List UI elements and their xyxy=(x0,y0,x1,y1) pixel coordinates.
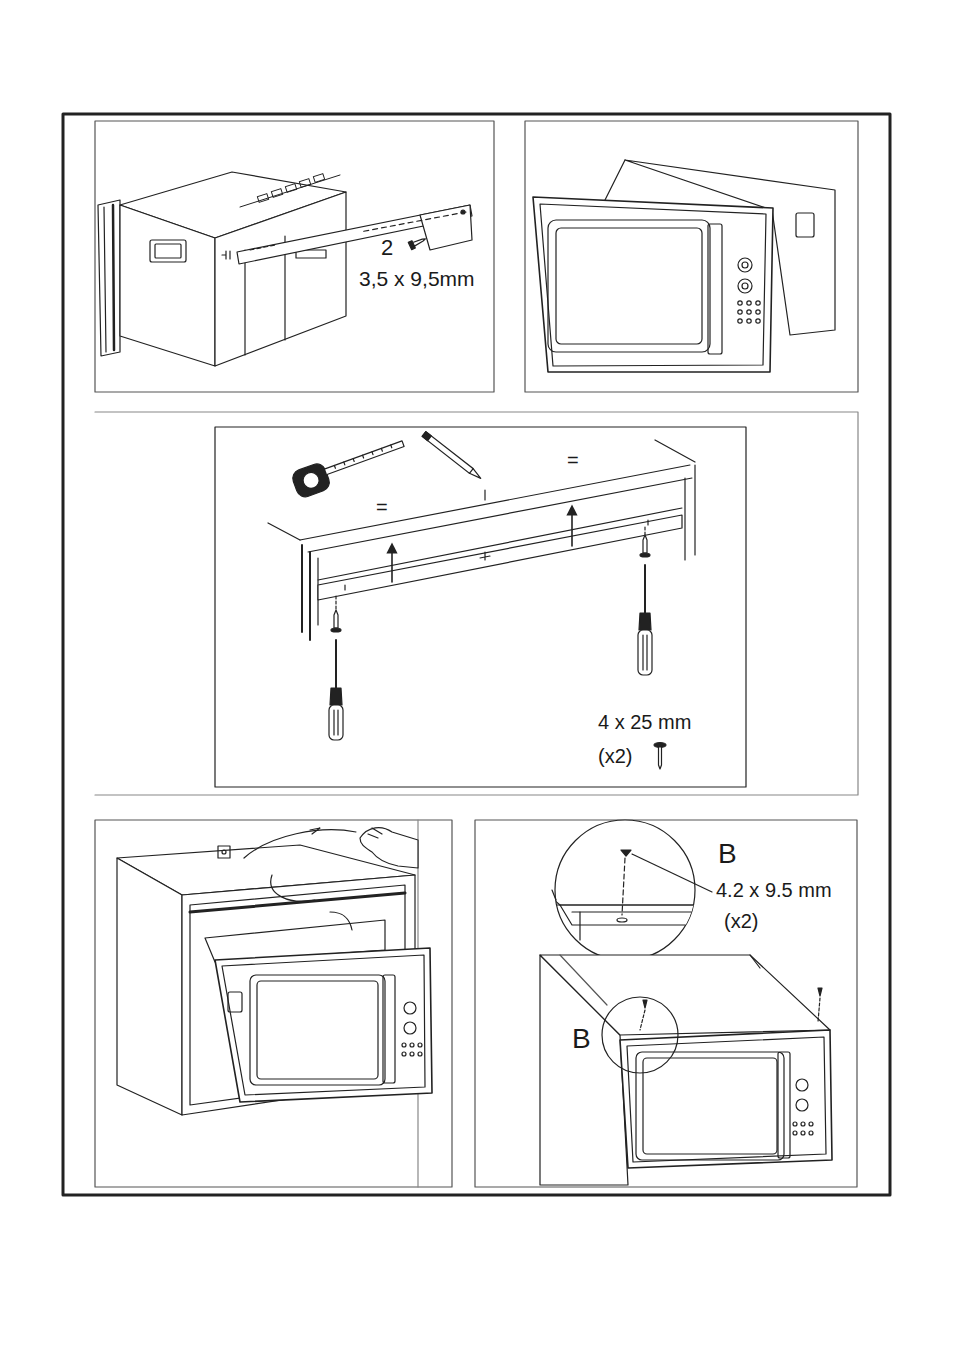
panel-fix-support xyxy=(95,412,858,795)
panel-fix-screws xyxy=(475,820,857,1187)
quantity-note: (x2) xyxy=(596,746,634,767)
detail-letter: B xyxy=(570,1024,593,1053)
panel-frame-mounted xyxy=(525,121,858,392)
screw-dimension: 4.2 x 9.5 mm xyxy=(714,880,834,901)
equal-mark: = xyxy=(565,450,581,471)
panel-insert-microwave xyxy=(95,820,452,1187)
detail-letter: B xyxy=(716,839,739,868)
callout-number: 2 xyxy=(379,236,395,259)
equal-mark: = xyxy=(374,497,390,518)
page-frame xyxy=(63,114,890,1195)
screw-dimension: 3,5 x 9,5mm xyxy=(357,268,477,290)
screw-dimension: 4 x 25 mm xyxy=(596,712,693,733)
panel-bracket-fitting xyxy=(95,121,494,392)
quantity-note: (x2) xyxy=(722,911,760,932)
